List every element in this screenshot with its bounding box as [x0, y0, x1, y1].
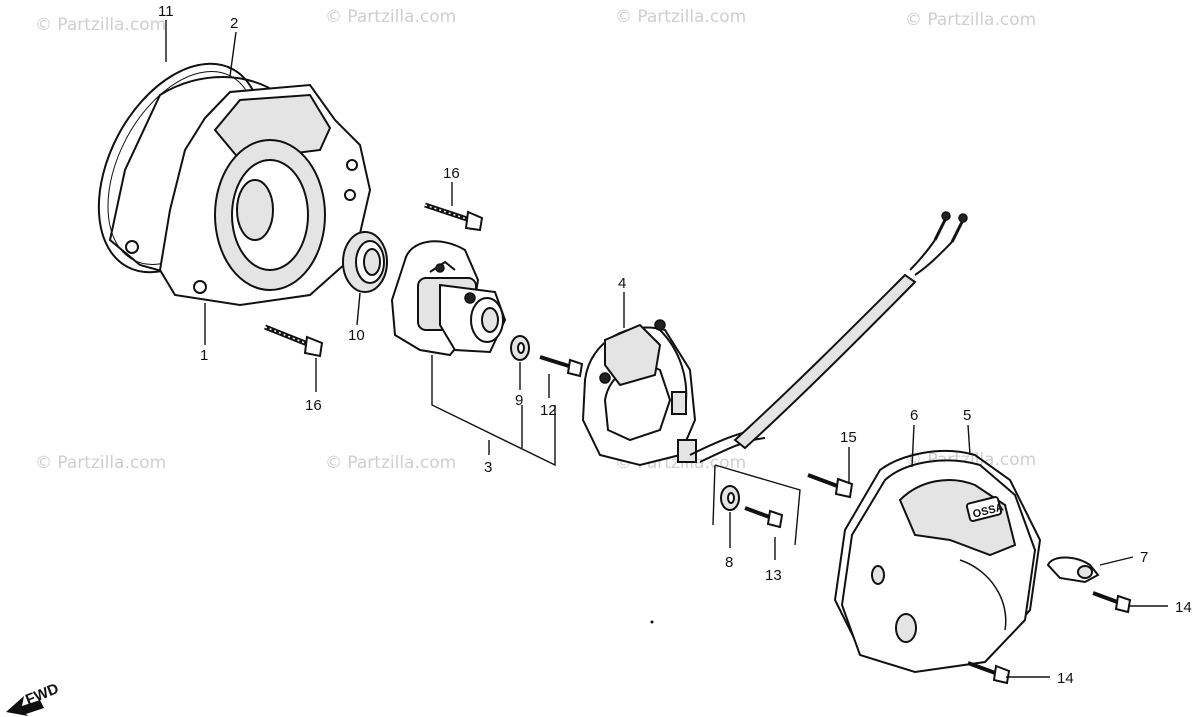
part-5-generator-cover[interactable]: OSSA — [840, 459, 1037, 674]
watermark-4: © Partzilla.com — [905, 10, 1036, 30]
part-4-ignition-coil[interactable] — [581, 319, 697, 467]
fwd-label: FWD — [23, 680, 61, 709]
callout-15[interactable]: 15 — [840, 429, 857, 446]
stray-mark — [650, 620, 654, 624]
callout-5[interactable]: 5 — [963, 407, 971, 424]
callout-16-lower[interactable]: 16 — [305, 397, 322, 414]
part-14-bolt-lower[interactable] — [967, 661, 1011, 685]
part-16-bolt-upper[interactable] — [424, 202, 484, 232]
callout-6[interactable]: 6 — [910, 407, 918, 424]
part-15-bolt[interactable] — [807, 473, 854, 499]
callout-3[interactable]: 3 — [484, 459, 492, 476]
callout-11[interactable]: 11 — [158, 3, 174, 20]
leader-lines — [165, 20, 1168, 678]
part-12-screw[interactable] — [539, 355, 584, 378]
callout-9[interactable]: 9 — [515, 392, 523, 409]
brand-badge — [965, 496, 1003, 522]
part-3-stator-assembly[interactable] — [390, 240, 507, 357]
part-7-clamp[interactable] — [1046, 556, 1100, 584]
callout-13[interactable]: 13 — [765, 567, 782, 584]
callout-4[interactable]: 4 — [618, 275, 626, 292]
part-14-bolt-upper[interactable] — [1092, 591, 1132, 614]
callout-1[interactable]: 1 — [200, 347, 208, 364]
part-9-washer[interactable] — [510, 335, 530, 361]
callout-14-upper[interactable]: 14 — [1175, 599, 1192, 616]
callout-12[interactable]: 12 — [540, 402, 557, 419]
bracket-8-13 — [712, 464, 801, 546]
watermark-3: © Partzilla.com — [615, 7, 746, 27]
wire-harness[interactable] — [689, 211, 968, 463]
callout-7[interactable]: 7 — [1140, 549, 1148, 566]
callout-labels: 11 2 1 10 16 16 4 9 12 3 15 6 5 7 8 13 1… — [158, 3, 1192, 687]
callout-16-upper[interactable]: 16 — [443, 165, 460, 182]
callout-8[interactable]: 8 — [725, 554, 733, 571]
watermark-1: © Partzilla.com — [35, 15, 166, 35]
watermark-6: © Partzilla.com — [325, 453, 456, 473]
callout-10[interactable]: 10 — [348, 327, 365, 344]
watermark-2: © Partzilla.com — [325, 7, 456, 27]
watermark-5: © Partzilla.com — [35, 453, 166, 473]
part-13-screw[interactable] — [744, 506, 784, 529]
part-10-oil-seal[interactable] — [342, 231, 388, 293]
fwd-arrow-icon — [6, 696, 44, 716]
forward-direction-indicator: FWD — [6, 680, 61, 716]
part-8-washer[interactable] — [720, 485, 740, 511]
callout-14-lower[interactable]: 14 — [1057, 670, 1074, 687]
part-16-bolt-lower[interactable] — [264, 324, 324, 358]
part-1-housing[interactable] — [125, 83, 372, 307]
callout-2[interactable]: 2 — [230, 15, 238, 32]
